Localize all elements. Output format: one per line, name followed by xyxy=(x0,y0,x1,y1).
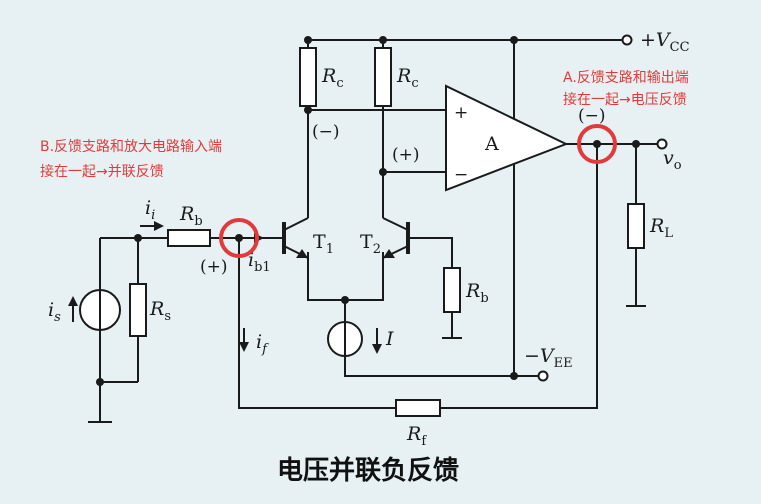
t1-collector-polarity: (−) xyxy=(312,122,340,142)
input-polarity: (+) xyxy=(200,257,228,277)
tail-current-source xyxy=(327,321,363,357)
vee-terminal xyxy=(537,370,549,382)
junction-dot xyxy=(134,234,142,242)
junction-dots xyxy=(96,36,640,386)
vcc-label: +VCC xyxy=(640,29,690,55)
ii-label: ii xyxy=(145,197,155,223)
rs-resistor xyxy=(129,283,147,337)
rc2-resistor xyxy=(374,47,392,107)
junction-dot xyxy=(304,106,312,114)
output-node-highlight xyxy=(577,124,617,164)
input-current-source xyxy=(79,289,121,331)
t2-base-wires xyxy=(408,237,462,339)
is-label: is xyxy=(48,299,61,325)
annotation-b-line2: 接在一起→并联反馈 xyxy=(40,163,164,180)
rb-input-label: Rb xyxy=(179,203,203,229)
rb-input-resistor xyxy=(167,229,211,247)
current-source-label: I xyxy=(385,328,394,350)
junction-dot xyxy=(379,168,387,176)
annotation-b-line1: B.反馈支路和放大电路输入端 xyxy=(40,139,222,155)
rb-right-resistor xyxy=(443,267,461,313)
load-wires xyxy=(626,144,646,307)
transistor-t1 xyxy=(282,217,309,259)
output-polarity: (−) xyxy=(578,106,606,126)
emitter-wires xyxy=(307,252,384,301)
junction-dot xyxy=(96,378,104,386)
junction-dot xyxy=(379,36,387,44)
amp-label: A xyxy=(484,133,499,155)
junction-dot xyxy=(235,234,243,242)
junction-dot xyxy=(510,372,518,380)
vee-label: −VEE xyxy=(524,345,573,371)
rc1-resistor xyxy=(299,47,317,107)
junction-dot xyxy=(341,296,349,304)
rl-label: RL xyxy=(649,215,673,241)
transistor-t2 xyxy=(382,217,410,259)
source-branch-wires xyxy=(99,238,139,422)
t2-collector-polarity: (+) xyxy=(392,145,420,165)
t1-label: T1 xyxy=(313,231,334,257)
rc2-label: Rc xyxy=(396,65,419,91)
vo-label: vo xyxy=(663,147,682,173)
rl-resistor xyxy=(627,203,645,249)
rb-right-label: Rb xyxy=(465,280,489,306)
rs-label: Rs xyxy=(149,298,171,324)
junction-dot xyxy=(593,140,601,148)
rf-label: Rf xyxy=(406,423,427,449)
if-label: if xyxy=(256,331,269,357)
amp-plus-sign: + xyxy=(454,103,468,123)
output-terminal xyxy=(656,138,668,150)
vcc-terminal xyxy=(621,34,633,46)
t2-label: T2 xyxy=(360,231,381,257)
diagram-title: 电压并联负反馈 xyxy=(277,455,459,486)
input-node-highlight xyxy=(219,218,259,258)
junction-dot xyxy=(510,36,518,44)
annotation-a-line1: A.反馈支路和输出端 xyxy=(563,70,689,86)
rf-resistor xyxy=(395,399,441,417)
rc1-label: Rc xyxy=(321,65,344,91)
current-source-wires xyxy=(344,300,538,377)
wires xyxy=(88,39,658,423)
annotation-a-line2: 接在一起→电压反馈 xyxy=(563,91,687,108)
feedback-wire xyxy=(238,144,598,409)
junction-dot xyxy=(632,140,640,148)
op-amp-triangle xyxy=(445,84,569,192)
junction-dot xyxy=(304,36,312,44)
amp-minus-sign: − xyxy=(454,165,468,185)
ib1-label: ib1 xyxy=(248,249,271,275)
